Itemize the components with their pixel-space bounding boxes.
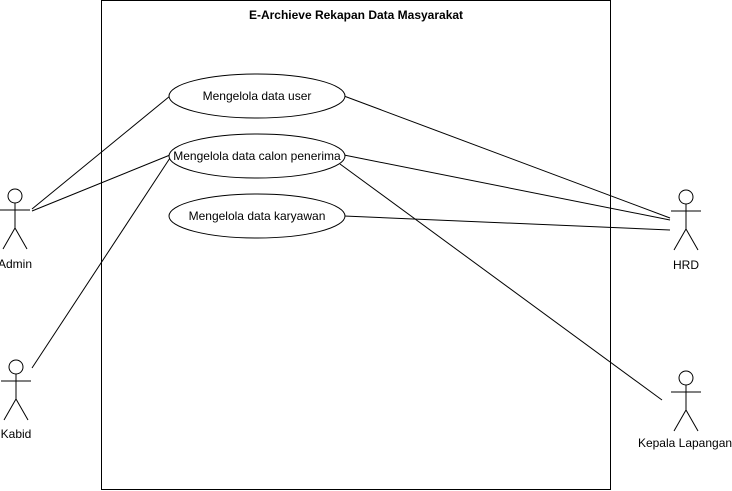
use-case-ellipse[interactable] [168, 193, 346, 239]
actor-stick-figure-icon [0, 188, 30, 250]
association-hrd-calon[interactable] [343, 154, 671, 221]
association-admin-user[interactable] [31, 95, 171, 210]
actor-kepala-lapangan[interactable]: Kepala Lapangan [638, 370, 732, 450]
actor-label: Admin [0, 257, 32, 271]
actor-stick-figure-icon [671, 370, 701, 432]
actor-label: HRD [673, 258, 699, 272]
actor-label: Kabid [1, 427, 32, 441]
association-hrd-user[interactable] [343, 95, 671, 219]
use-case-ellipse[interactable] [168, 133, 346, 179]
actor-hrd[interactable]: HRD [671, 189, 701, 272]
use-case-label: Mengelola data karyawan [189, 209, 326, 223]
association-kepala-calon[interactable] [339, 163, 663, 401]
system-boundary[interactable] [101, 0, 611, 490]
associations [31, 95, 671, 401]
system-title: E-Archieve Rekapan Data Masyarakat [249, 8, 463, 22]
use-case-label: Mengelola data calon penerima [173, 149, 341, 163]
use-case-ellipse[interactable] [168, 73, 346, 119]
actor-admin[interactable]: Admin [0, 188, 32, 271]
association-kabid-calon[interactable] [31, 157, 171, 369]
use-case-mengelola-data-karyawan[interactable]: Mengelola data karyawan [168, 193, 346, 239]
association-admin-calon[interactable] [31, 154, 171, 212]
use-case-label: Mengelola data user [203, 89, 312, 103]
use-case-mengelola-data-calon-penerima[interactable]: Mengelola data calon penerima [168, 133, 346, 179]
association-hrd-karyawan[interactable] [343, 215, 671, 231]
actor-stick-figure-icon [671, 189, 701, 251]
actor-label: Kepala Lapangan [638, 436, 732, 450]
use-case-mengelola-data-user[interactable]: Mengelola data user [168, 73, 346, 119]
actor-kabid[interactable]: Kabid [1, 359, 32, 441]
actor-stick-figure-icon [1, 359, 31, 421]
